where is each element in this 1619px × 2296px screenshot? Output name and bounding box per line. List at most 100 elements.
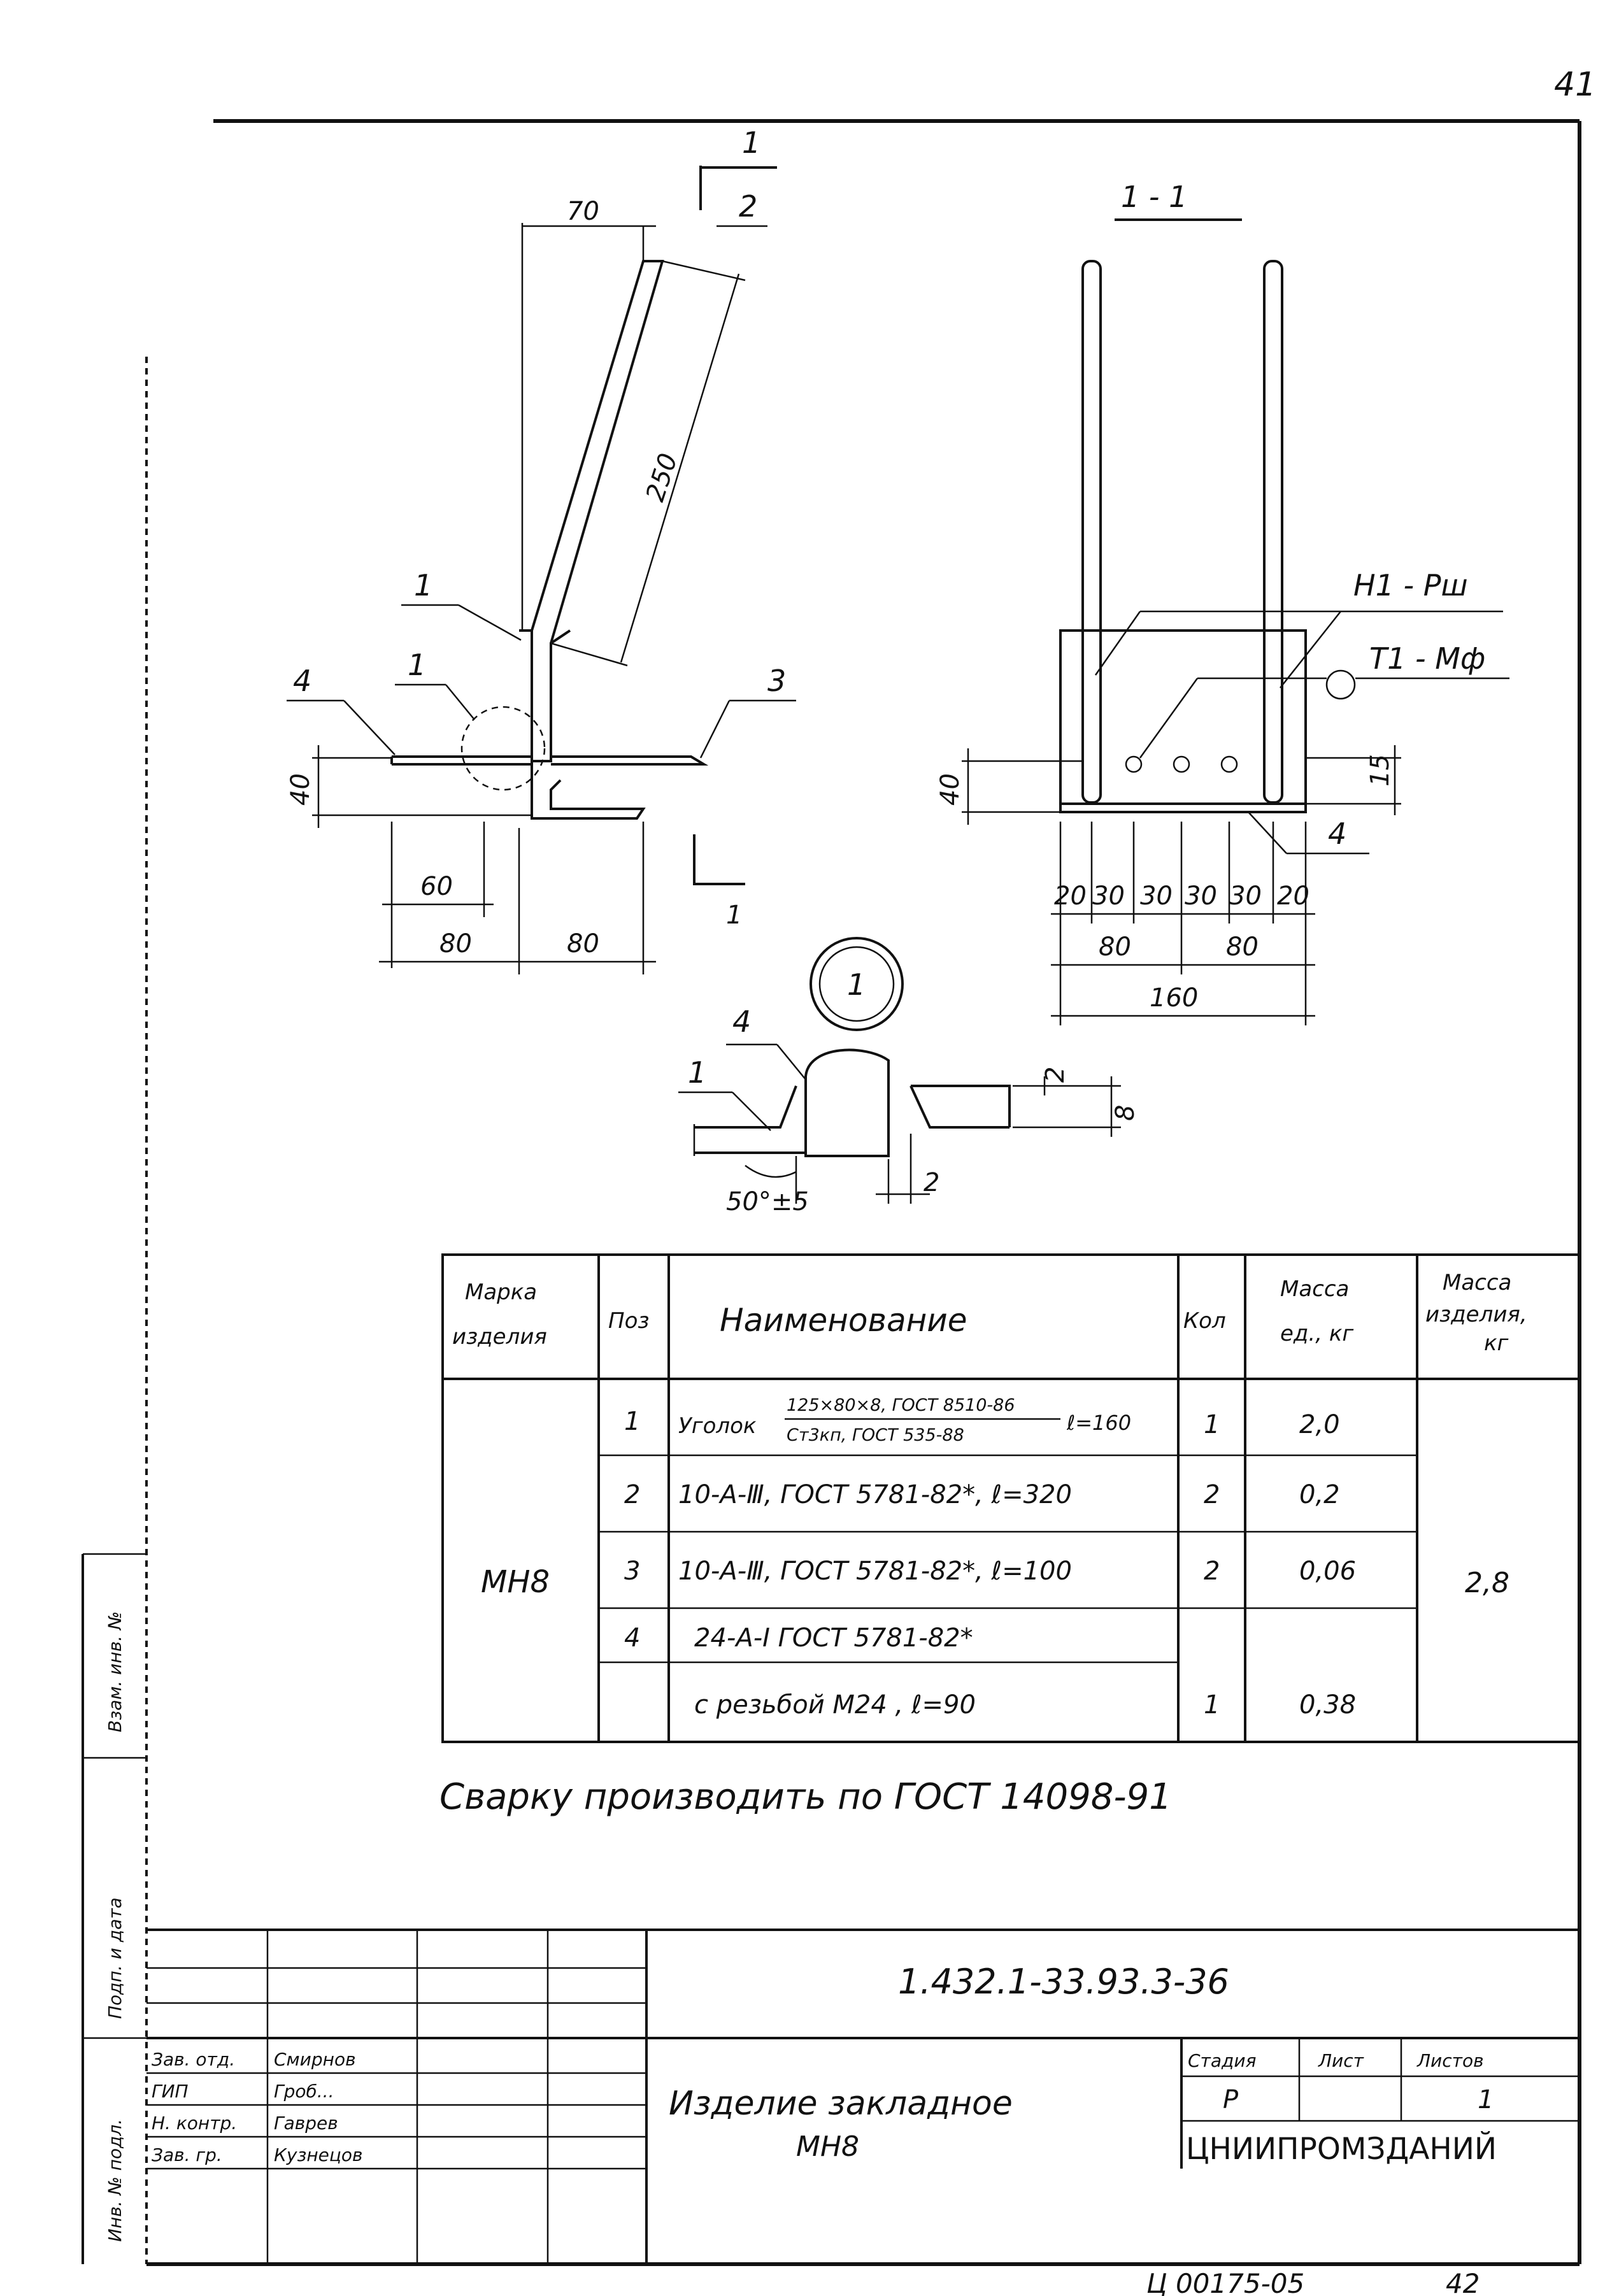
role-3: Н. контр. [152, 2113, 237, 2134]
dim-80-section-left: 80 [1099, 932, 1131, 962]
plate-outline [1059, 629, 1307, 813]
detail-1: 1 4 1 8 2 2 50°±5 [678, 937, 1140, 1216]
sheet-label: Лист [1318, 2050, 1364, 2071]
row3-mass: 0,06 [1299, 1557, 1356, 1586]
bottom-bar-pos3 [551, 755, 709, 766]
header-mark-2: изделия [452, 1324, 547, 1350]
stamp-vzam-inv: Взам. инв. № [104, 1611, 125, 1732]
row4-pos: 4 [624, 1623, 640, 1653]
detail-angle: 50°±5 [726, 1187, 809, 1216]
row2-pos: 2 [624, 1480, 640, 1509]
header-product-mass-2: изделия, [1425, 1302, 1527, 1327]
row3-pos: 3 [624, 1557, 640, 1586]
threaded-bar-pos4 [390, 755, 532, 766]
spec-table: Марка изделия Поз Наименование Кол Масса… [441, 1253, 1581, 1743]
detail-callout-1: 1 [408, 648, 426, 682]
row5-name: с резьбой М24 , ℓ=90 [694, 1690, 976, 1720]
footer-number: 42 [1446, 2268, 1480, 2296]
header-pos: Поз [608, 1308, 649, 1334]
weld-label-n1: Н1 - Рш [1353, 568, 1468, 603]
header-product-mass-3: кг [1484, 1330, 1509, 1356]
rod-right [1263, 260, 1283, 804]
product-mass-value: 2,8 [1465, 1567, 1509, 1599]
dim-20-right: 20 [1277, 881, 1309, 911]
rod-left [1081, 260, 1102, 804]
pos-label-4-side: 4 [293, 664, 311, 698]
title-line1: Изделие закладное [669, 2085, 1013, 2123]
detail-dim-2-bottom: 2 [924, 1168, 939, 1197]
section-title: 1 - 1 [1121, 180, 1187, 214]
stage-value: Р [1223, 2085, 1239, 2114]
detail-pos-1: 1 [688, 1055, 706, 1090]
weld-label-t1: Т1 - Мф [1369, 641, 1485, 676]
cut-marker-top: 1 [742, 125, 760, 160]
header-product-mass-1: Масса [1443, 1270, 1511, 1295]
org-name: ЦНИИПРОМЗДАНИЙ [1186, 2132, 1497, 2167]
row5-qty: 1 [1204, 1690, 1220, 1720]
stamp-podp-data: Подп. и дата [104, 1897, 125, 2019]
dim-40-section: 40 [936, 773, 965, 806]
stamp-inv-podl: Инв. № подл. [104, 2119, 125, 2242]
detail-pos-4: 4 [732, 1004, 751, 1039]
dim-80-section-right: 80 [1226, 932, 1259, 962]
dim-15: 15 [1366, 754, 1395, 787]
sheets-value: 1 [1478, 2085, 1494, 2114]
sheet-frame [82, 119, 1581, 2266]
pos-label-3: 3 [767, 664, 786, 698]
dim-70: 70 [567, 197, 599, 226]
doc-code: 1.432.1-33.93.3-36 [898, 1962, 1229, 2002]
header-mark-1: Марка [465, 1280, 537, 1305]
row1-qty: 1 [1204, 1410, 1220, 1439]
inclined-bar [531, 260, 664, 644]
name-1: Смирнов [274, 2049, 356, 2070]
row3-name: 10-А-Ⅲ, ГОСТ 5781-82*, ℓ=100 [678, 1557, 1072, 1586]
dim-160: 160 [1150, 983, 1198, 1013]
detail-dim-2-top: 2 [1041, 1067, 1070, 1083]
row2-qty: 2 [1204, 1480, 1220, 1509]
sheets-label: Листов [1416, 2050, 1484, 2071]
section-view: 1 - 1 Н1 - Рш Т1 - Мф 40 15 [936, 180, 1509, 1025]
dim-40-side: 40 [286, 773, 315, 806]
stage-label: Стадия [1188, 2050, 1256, 2071]
mark-value: МН8 [481, 1564, 550, 1600]
row3-qty: 2 [1204, 1557, 1220, 1586]
dim-80-right: 80 [567, 929, 599, 959]
row4-name: 24-А-I ГОСТ 5781-82* [694, 1623, 973, 1653]
welding-note: Сварку производить по ГОСТ 14098-91 [439, 1776, 1172, 1818]
dim-20-left: 20 [1054, 881, 1087, 911]
detail-circle [460, 706, 546, 791]
row1-name-prefix: Уголок [678, 1413, 757, 1439]
name-3: Гаврев [274, 2113, 338, 2134]
side-view: 70 250 1 1 2 1 4 1 3 40 6 [286, 125, 796, 974]
dim-30-1: 30 [1092, 881, 1125, 911]
name-2: Гроб... [274, 2081, 334, 2102]
angle-vertical-leg [519, 629, 571, 762]
role-4: Зав. гр. [152, 2144, 222, 2165]
dim-60: 60 [420, 872, 453, 901]
dim-30-3: 30 [1185, 881, 1217, 911]
pos-label-2: 2 [739, 189, 757, 224]
role-2: ГИП [152, 2081, 189, 2102]
title-line2: МН8 [796, 2130, 859, 2163]
row1-name-top: 125×80×8, ГОСТ 8510-86 [787, 1395, 1015, 1415]
header-name: Наименование [720, 1302, 967, 1339]
title-block: 1.432.1-33.93.3-36 Изделие закладное МН8… [146, 1929, 1580, 2264]
row2-mass: 0,2 [1299, 1480, 1340, 1509]
row1-mass: 2,0 [1299, 1410, 1340, 1439]
pos-label-1-side: 1 [414, 568, 432, 603]
dim-80-left: 80 [439, 929, 472, 959]
row1-name-bottom: Ст3кп, ГОСТ 535-88 [787, 1425, 964, 1445]
row1-name-suffix: ℓ=160 [1066, 1411, 1131, 1435]
cut-marker-bottom: 1 [726, 901, 742, 930]
dim-30-2: 30 [1140, 881, 1173, 911]
dim-250: 250 [641, 450, 683, 505]
dim-30-4: 30 [1229, 881, 1262, 911]
footer-code: Ц 00175-05 [1146, 2268, 1304, 2296]
page-number: 41 [1554, 66, 1596, 104]
header-unit-mass-1: Масса [1280, 1276, 1349, 1302]
pos-label-4-section: 4 [1328, 816, 1346, 851]
angle-horizontal-leg [531, 761, 646, 820]
row1-pos: 1 [624, 1407, 640, 1436]
role-1: Зав. отд. [152, 2049, 235, 2070]
